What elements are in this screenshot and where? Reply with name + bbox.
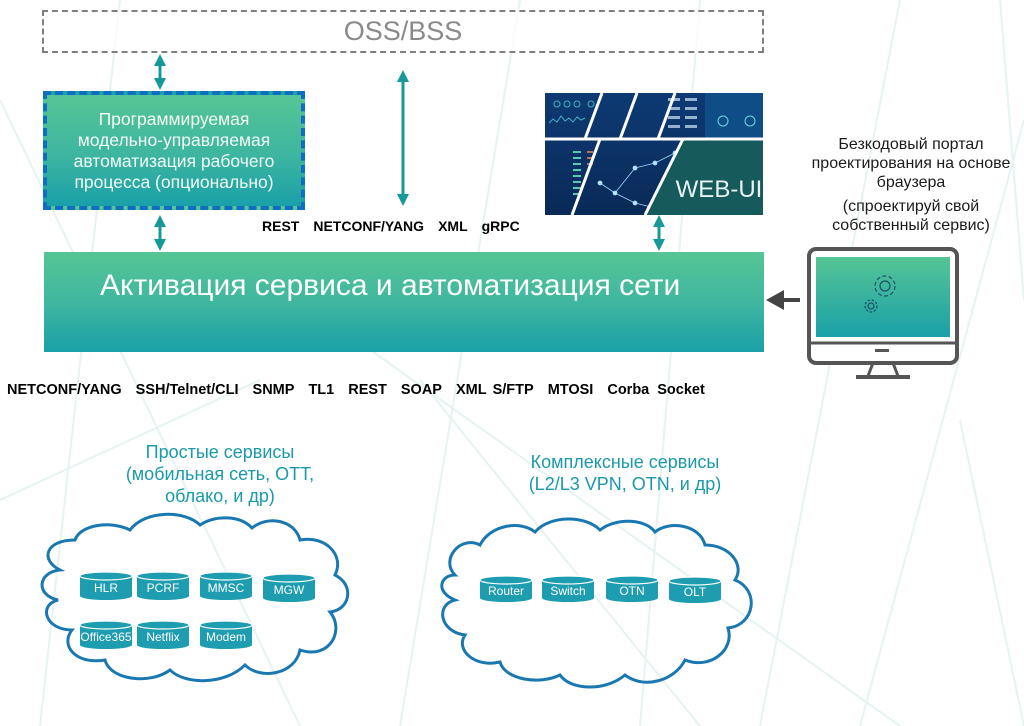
service-cylinder: Modem bbox=[199, 620, 253, 649]
workflow-line: автоматизация рабочего bbox=[73, 150, 275, 171]
protocol-label: Socket bbox=[657, 382, 705, 398]
protocol-label: REST bbox=[262, 218, 300, 234]
portal-line: браузера bbox=[876, 174, 946, 191]
service-cylinder: OTN bbox=[605, 575, 659, 602]
service-activation-box: Активация сервиса и автоматизация сети bbox=[44, 252, 764, 352]
service-label: Modem bbox=[206, 630, 246, 644]
complex-services-cloud bbox=[440, 517, 753, 689]
protocol-label: MTOSI bbox=[547, 382, 594, 398]
oss-bss-label: OSS/BSS bbox=[343, 16, 463, 46]
service-cylinder: PCRF bbox=[136, 571, 190, 600]
workflow-line: модельно-управляемая bbox=[77, 129, 271, 150]
northbound-protocols: REST NETCONF/YANG XML gRPC bbox=[262, 218, 534, 234]
portal-to-activation-arrow bbox=[766, 290, 800, 310]
protocol-label: SSH/Telnet/CLI bbox=[135, 382, 239, 398]
portal-line: проектирования на основе bbox=[811, 155, 1011, 172]
service-cylinder: Router bbox=[479, 575, 533, 602]
service-cylinder: OLT bbox=[668, 576, 722, 603]
complex-services-title: Комплексные сервисы (L2/L3 VPN, OTN, и д… bbox=[470, 451, 780, 495]
service-label: OTN bbox=[619, 584, 644, 598]
service-cylinder: Office365 bbox=[79, 620, 133, 649]
workflow-line: Программируемая bbox=[98, 108, 250, 129]
title-line: Комплексные сервисы bbox=[530, 452, 720, 472]
webui-label: WEB-UI bbox=[676, 176, 763, 203]
service-cylinder: Switch bbox=[541, 575, 595, 602]
protocol-label: S/FTP bbox=[492, 382, 534, 398]
activation-label: Активация сервиса и автоматизация сети bbox=[100, 269, 681, 302]
protocol-label: NETCONF/YANG bbox=[7, 382, 122, 398]
service-label: Netflix bbox=[146, 630, 179, 644]
service-label: HLR bbox=[94, 581, 118, 595]
webui-screenshot-collage: WEB-UI bbox=[545, 93, 763, 215]
simple-services-cylinders: HLR PCRF MMSC MGW Office365 Netflix Modem bbox=[79, 571, 316, 649]
simple-services-cloud bbox=[40, 512, 350, 683]
protocol-label: SNMP bbox=[252, 382, 295, 398]
protocol-label: SOAP bbox=[400, 382, 442, 398]
title-line: (мобильная сеть, OTT, bbox=[125, 464, 315, 484]
protocol-label: Corba bbox=[607, 382, 650, 398]
title-line: (L2/L3 VPN, OTN, и др) bbox=[528, 474, 722, 494]
service-label: Router bbox=[488, 584, 524, 598]
service-cylinder: MGW bbox=[262, 573, 316, 602]
monitor-gears-icon bbox=[807, 247, 959, 379]
protocol-label: gRPC bbox=[481, 218, 520, 234]
complex-services-cylinders: Router Switch OTN OLT bbox=[479, 575, 722, 603]
protocol-label: XML bbox=[455, 382, 487, 398]
workflow-automation-box: Программируемая модельно-управляемая авт… bbox=[43, 91, 305, 210]
portal-description: Безкодовый портал проектирования на осно… bbox=[798, 135, 1024, 235]
service-label: Switch bbox=[550, 584, 585, 598]
protocol-label: NETCONF/YANG bbox=[313, 218, 425, 234]
simple-services-title: Простые сервисы (мобильная сеть, OTT, об… bbox=[80, 441, 360, 507]
portal-sub-line: собственный сервис) bbox=[832, 217, 990, 234]
service-label: MMSC bbox=[208, 581, 245, 595]
service-cylinder: MMSC bbox=[199, 571, 253, 600]
workflow-line: процесса (опционально) bbox=[74, 171, 274, 192]
portal-sub-line: (спроектируй свой bbox=[842, 198, 980, 215]
service-label: PCRF bbox=[147, 581, 180, 595]
protocol-label: TL1 bbox=[308, 382, 335, 398]
gear-icon bbox=[864, 275, 896, 313]
title-line: Простые сервисы bbox=[145, 442, 295, 462]
southbound-protocols: NETCONF/YANG SSH/Telnet/CLI SNMP TL1 REST SOA… bbox=[7, 382, 719, 398]
protocol-label: REST bbox=[348, 382, 387, 398]
service-cylinder: Netflix bbox=[136, 620, 190, 649]
title-line: облако, и др) bbox=[165, 486, 275, 506]
portal-line: Безкодовый портал bbox=[838, 136, 984, 153]
protocol-label: XML bbox=[438, 218, 468, 234]
service-label: Office365 bbox=[80, 630, 131, 644]
service-label: MGW bbox=[274, 583, 305, 597]
service-label: OLT bbox=[684, 585, 707, 599]
service-cylinder: HLR bbox=[79, 571, 133, 600]
oss-bss-box: OSS/BSS bbox=[42, 10, 764, 53]
